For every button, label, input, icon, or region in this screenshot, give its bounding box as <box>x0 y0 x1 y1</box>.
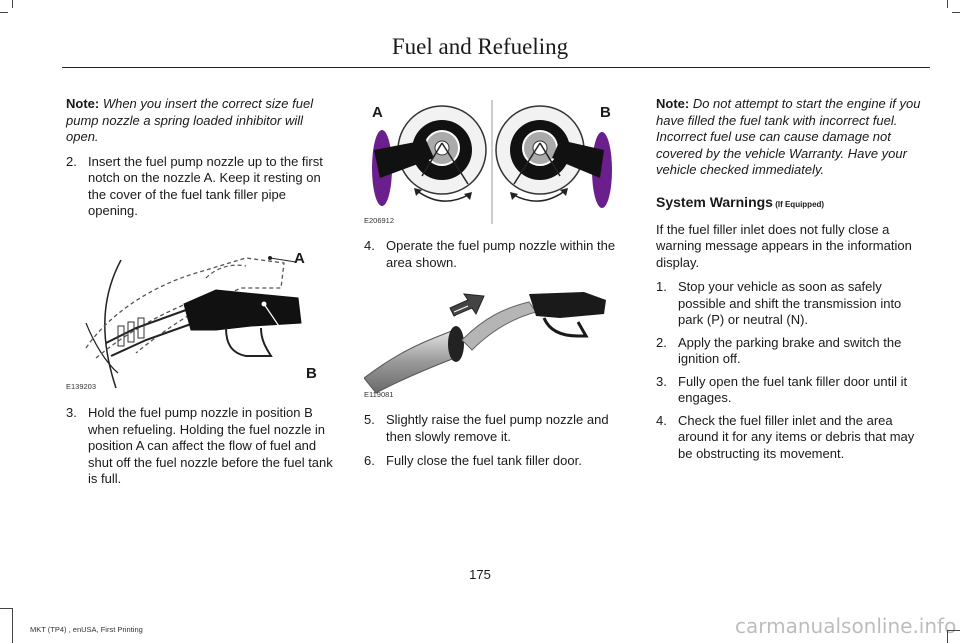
section-title: Fuel and Refueling <box>391 34 569 59</box>
warning-step-1: 1. Stop your vehicle as soon as safely p… <box>656 279 930 329</box>
system-warnings-heading: System Warnings (If Equipped) <box>656 194 930 210</box>
column-3: Note: Do not attempt to start the engine… <box>656 96 930 462</box>
figure-nozzle-positions: A B E139203 <box>66 248 338 398</box>
warning-step-2: 2. Apply the parking brake and switch th… <box>656 335 930 368</box>
crop-mark <box>0 608 12 609</box>
note-text: When you insert the correct size fuel pu… <box>66 96 314 144</box>
callout-b: B <box>306 365 317 382</box>
column-1-lower: 3. Hold the fuel pump nozzle in position… <box>66 405 338 488</box>
step-text: Fully close the fuel tank filler door. <box>386 453 582 468</box>
step-6: 6. Fully close the fuel tank filler door… <box>364 453 632 470</box>
page-number: 175 <box>469 567 491 582</box>
step-text: Fully open the fuel tank filler door unt… <box>678 373 908 406</box>
step-4: 4. Operate the fuel pump nozzle within t… <box>364 238 632 271</box>
crop-mark <box>0 12 8 13</box>
watermark: carmanualsonline.info <box>735 614 957 638</box>
nozzle-removal-illustration <box>363 292 606 394</box>
note-text: Do not attempt to start the engine if yo… <box>656 96 921 177</box>
intro-paragraph: If the fuel filler inlet does not fully … <box>656 221 912 270</box>
crop-mark <box>12 608 13 643</box>
crop-mark <box>947 0 948 8</box>
note-label: Note: <box>656 96 690 111</box>
header-rule <box>62 67 930 68</box>
nozzle-position-illustration <box>85 256 307 389</box>
step-number: 6. <box>364 453 375 468</box>
column-2-lower: 5. Slightly raise the fuel pump nozzle a… <box>364 412 632 470</box>
step-text: Hold the fuel pump nozzle in position B … <box>88 405 333 486</box>
print-info: MKT (TP4) , enUSA, First Printing <box>30 625 143 634</box>
step-text: Slightly raise the fuel pump nozzle and … <box>386 412 609 444</box>
column-1: Note: When you insert the correct size f… <box>66 96 338 220</box>
crop-mark <box>952 12 960 13</box>
step-text: Operate the fuel pump nozzle within the … <box>386 238 616 270</box>
step-5: 5. Slightly raise the fuel pump nozzle a… <box>364 412 632 445</box>
figure-id: E206912 <box>364 216 395 225</box>
step-number: 4. <box>656 412 667 428</box>
callout-b: B <box>600 104 611 121</box>
step-number: 1. <box>656 279 667 294</box>
callout-a: A <box>372 104 383 121</box>
step-number: 4. <box>364 238 375 253</box>
warning-step-4: 4. Check the fuel filler inlet and the a… <box>656 413 930 463</box>
crop-mark <box>947 630 948 643</box>
step-text: Stop your vehicle as soon as safely poss… <box>678 279 902 327</box>
figure-nozzle-removal: E119081 <box>363 278 632 402</box>
step-number: 2. <box>656 334 667 350</box>
step-3: 3. Hold the fuel pump nozzle in position… <box>66 405 338 488</box>
nozzle-angle-illustration <box>372 100 612 224</box>
note-paragraph: Note: When you insert the correct size f… <box>66 96 338 146</box>
figure-nozzle-angle: A B E206912 <box>364 98 632 228</box>
warning-step-3: 3. Fully open the fuel tank filler door … <box>656 374 930 407</box>
note-label: Note: <box>66 96 100 111</box>
crop-mark <box>947 630 960 631</box>
figure-id: E139203 <box>66 382 97 391</box>
step-text: Insert the fuel pump nozzle up to the fi… <box>88 153 323 219</box>
column-2-step-4: 4. Operate the fuel pump nozzle within t… <box>364 238 632 271</box>
crop-mark <box>12 0 13 8</box>
step-number: 2. <box>66 153 77 169</box>
step-2: 2. Insert the fuel pump nozzle up to the… <box>66 154 338 220</box>
step-number: 5. <box>364 412 375 427</box>
figure-id: E119081 <box>364 390 394 399</box>
note-paragraph: Note: Do not attempt to start the engine… <box>656 96 930 179</box>
heading-qualifier: (If Equipped) <box>772 199 825 209</box>
heading-text: System Warnings <box>656 193 773 210</box>
step-number: 3. <box>66 405 77 420</box>
step-text: Check the fuel filler inlet and the area… <box>678 412 915 461</box>
callout-a: A <box>294 250 305 267</box>
step-text: Apply the parking brake and switch the i… <box>678 334 902 367</box>
step-number: 3. <box>656 373 667 389</box>
